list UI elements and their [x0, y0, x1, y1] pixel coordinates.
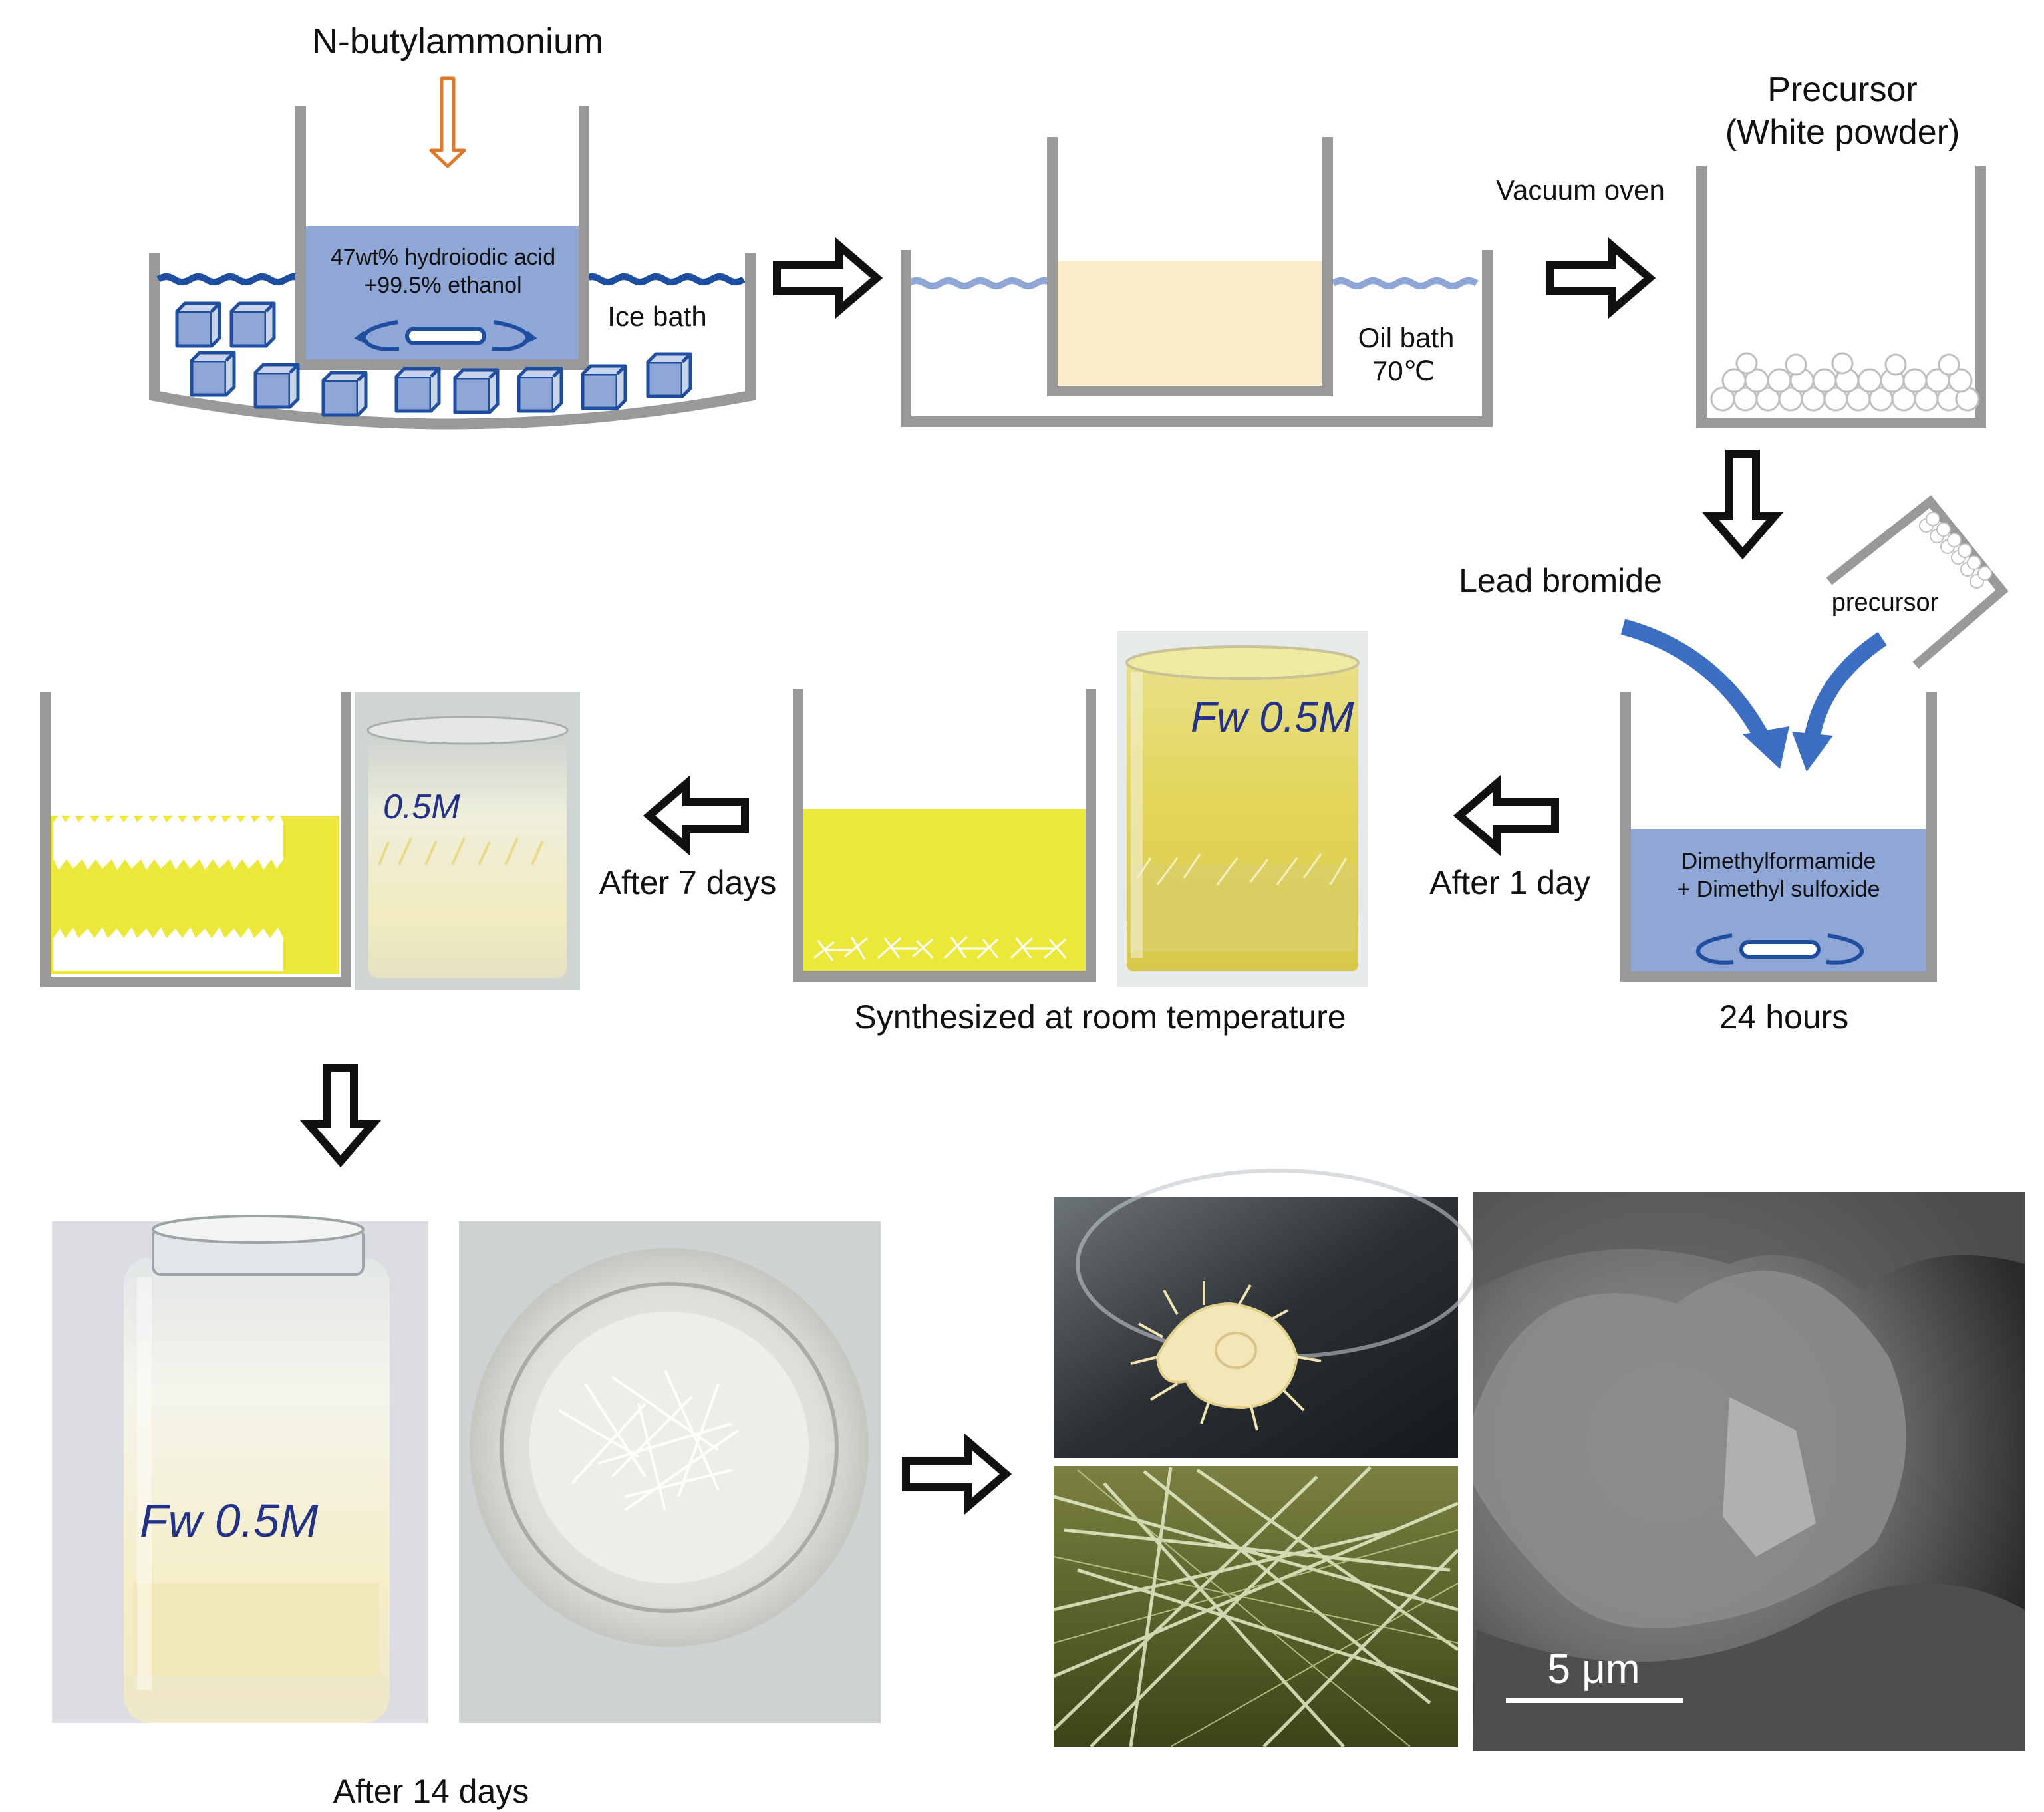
white-crystal-layer: [53, 812, 283, 971]
beaker-photo-7days: 0.5M: [355, 692, 580, 990]
acid-label: 47wt% hydroiodic acid: [331, 245, 555, 270]
room-temperature-setup: Fw 0.5M Synthesized at room temperature: [793, 631, 1368, 1036]
stir-bar-icon: [354, 320, 537, 351]
oil-bath-vessel: [901, 250, 1493, 427]
oil-surface: [907, 277, 1479, 289]
ice-cube-icon: [517, 367, 563, 413]
reaction-solution: [1058, 261, 1324, 386]
ice-cube-icon: [646, 352, 692, 398]
sem-image: 5 μm: [1473, 1192, 2025, 1751]
duration-label: 24 hours: [1719, 998, 1849, 1036]
beaker-outline: [40, 692, 351, 987]
curved-arrow-icon: [1620, 619, 1770, 742]
stir-bar-icon: [1696, 933, 1864, 965]
beaker-photo-1day: Fw 0.5M: [1117, 631, 1368, 987]
beaker-photo-handwriting: Fw 0.5M: [1191, 693, 1354, 741]
process-arrow-left-icon: [643, 774, 749, 857]
process-arrow-right-icon: [902, 1433, 1012, 1515]
scale-bar-label: 5 μm: [1547, 1646, 1640, 1692]
crystal-dish-photo: [1054, 1169, 1479, 1458]
ice-bath-label: Ice bath: [607, 301, 706, 332]
beaker-photo-handwriting: 0.5M: [383, 788, 460, 826]
mixing-setup: Lead bromide precursor Dimethylformamide…: [1459, 495, 2009, 1036]
ice-cubes: [175, 301, 692, 417]
after-1-day-label: After 1 day: [1429, 864, 1590, 901]
ice-cube-icon: [175, 301, 221, 348]
ice-cube-icon: [321, 371, 368, 417]
process-arrow-down-icon: [1701, 450, 1784, 560]
ice-cube-icon: [394, 367, 441, 413]
vial-side-photo: Fw 0.5M: [52, 1215, 428, 1723]
ice-bath-vessel: [149, 253, 756, 430]
process-arrow-right-icon: [773, 237, 883, 319]
vial-top-photo: [459, 1221, 881, 1723]
inner-beaker: [1047, 137, 1333, 396]
curved-arrow-head: [1743, 726, 1789, 769]
beaker-outline: [1696, 166, 1986, 428]
curved-arrow-head: [1792, 732, 1833, 772]
ice-cube-icon: [581, 364, 627, 410]
room-temperature-caption: Synthesized at room temperature: [854, 998, 1346, 1036]
precursor-title: Precursor: [1767, 71, 1917, 109]
dmso-label: + Dimethyl sulfoxide: [1677, 877, 1880, 902]
oil-bath-label: Oil bath: [1358, 322, 1455, 353]
mixing-beaker: [1620, 692, 1937, 982]
vial-handwriting: Fw 0.5M: [140, 1495, 319, 1547]
oil-bath-setup: Oil bath 70℃: [901, 137, 1493, 427]
precursor-subtitle: (White powder): [1725, 113, 1960, 152]
seven-day-setup: 0.5M: [40, 692, 580, 990]
process-arrow-left-icon: [1453, 774, 1559, 857]
precursor-label: precursor: [1832, 589, 1939, 617]
crystal-nuclei: [813, 935, 1067, 961]
after-7-days-label: After 7 days: [599, 864, 777, 901]
ice-cube-icon: [453, 368, 500, 414]
curved-arrow-icon: [1804, 632, 1887, 740]
needle-crystals-photo: [1052, 1466, 1459, 1748]
ethanol-label: +99.5% ethanol: [364, 273, 521, 298]
inner-beaker: [295, 106, 589, 370]
process-arrow-down-icon: [299, 1064, 382, 1168]
precursor-beaker: Precursor (White powder): [1696, 71, 1986, 428]
white-powder: [1710, 352, 1980, 412]
ice-cube-icon: [229, 301, 276, 348]
beaker-outline: [793, 689, 1096, 982]
n-butylammonium-label: N-butylammonium: [312, 21, 603, 61]
ice-bath-setup: N-butylammonium 47wt% hydroiodic acid +9…: [149, 21, 756, 430]
water-surface: [156, 273, 746, 285]
lead-bromide-label: Lead bromide: [1459, 562, 1662, 599]
tilted-precursor-container: [1826, 495, 2009, 669]
addition-arrow-icon: [429, 76, 466, 168]
yellow-solution: [803, 809, 1086, 971]
vacuum-oven-label: Vacuum oven: [1496, 174, 1665, 206]
ice-cube-icon: [253, 363, 300, 409]
after-14-days-label: After 14 days: [333, 1773, 529, 1810]
process-arrow-right-icon: [1546, 237, 1656, 319]
oil-bath-temperature: 70℃: [1372, 355, 1435, 386]
ice-cube-icon: [190, 351, 236, 397]
dmf-label: Dimethylformamide: [1681, 849, 1876, 874]
